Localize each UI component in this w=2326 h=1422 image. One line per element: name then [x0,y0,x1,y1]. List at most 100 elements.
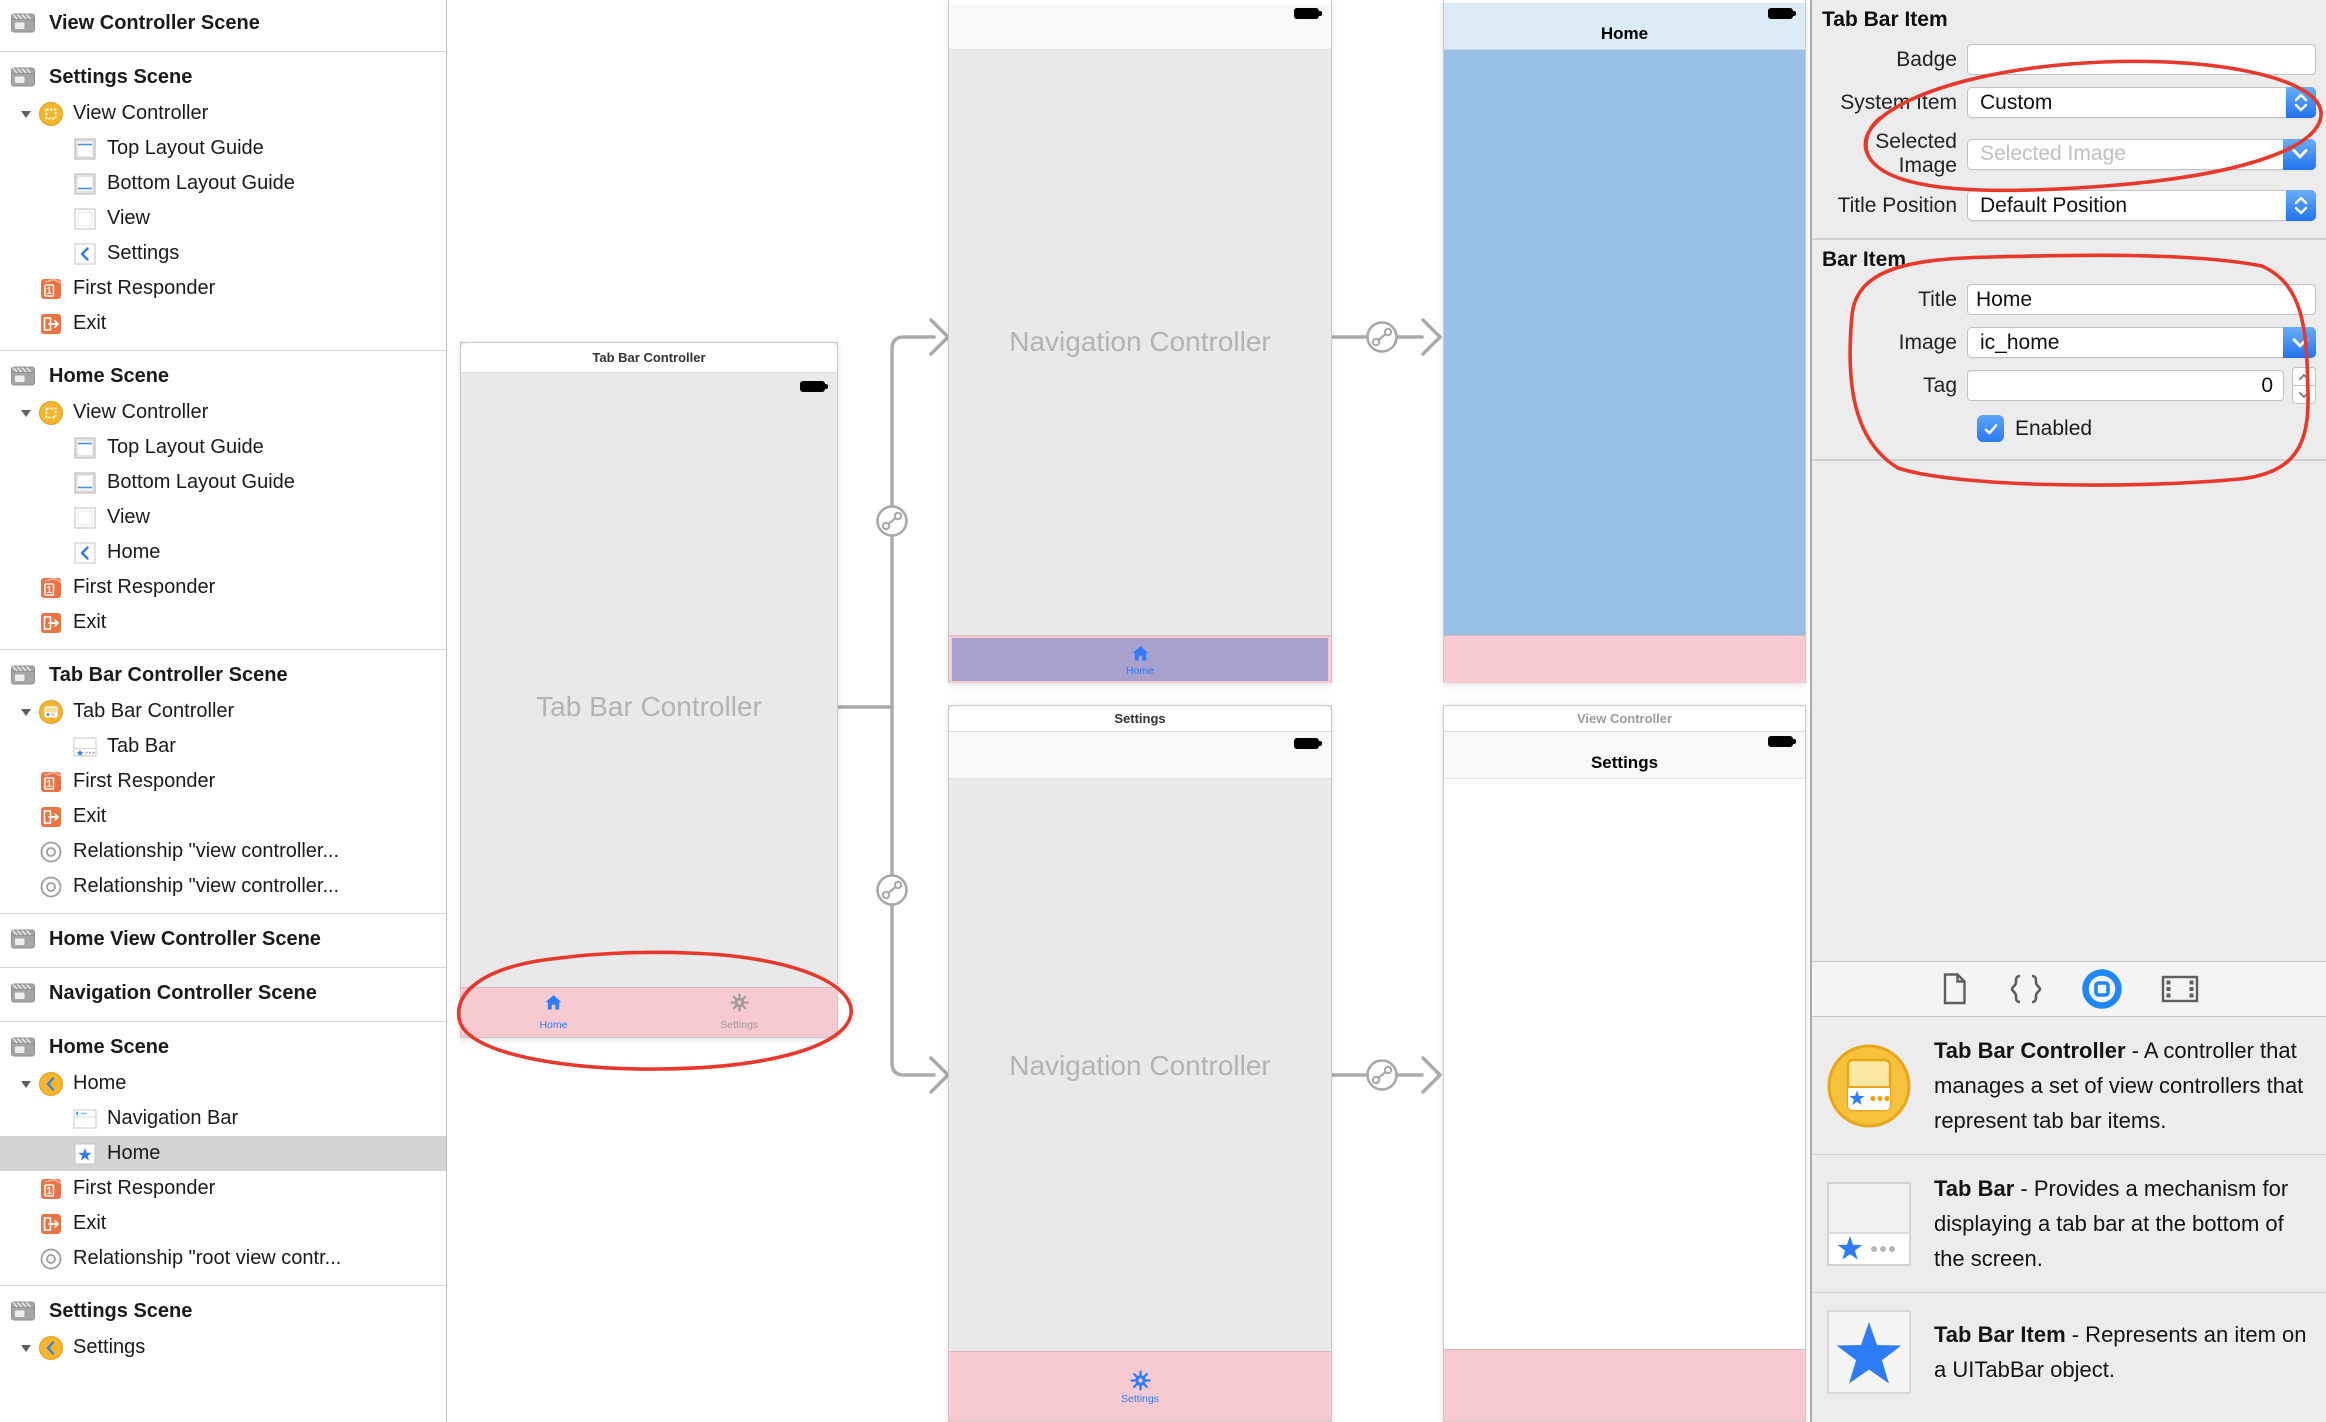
object-library-icon[interactable] [2082,969,2122,1009]
outline-item-relationship-view-controller[interactable]: Relationship "view controller... [0,834,446,869]
tab-bar[interactable] [1444,635,1805,683]
outline-item-tab-bar[interactable]: Tab Bar [0,729,446,764]
tab-bar-controller-scene[interactable]: Tab Bar Controller Tab Bar Controller Ho… [460,342,838,1038]
outline-item-settings[interactable]: Settings [0,236,446,271]
disclosure-triangle-icon[interactable] [14,706,38,718]
disclosure-triangle-icon[interactable] [14,407,38,419]
combo-chevron-down-icon [2283,138,2316,170]
library-item-tab-bar[interactable]: Tab Bar - Provides a mechanism for displ… [1812,1154,2326,1292]
outline-item-home[interactable]: Home [0,1136,446,1171]
media-library-icon[interactable] [2160,972,2200,1006]
outline-label: Home Scene [49,364,170,387]
outline-item-tab-bar-controller[interactable]: Tab Bar Controller [0,694,446,729]
outline-item-view[interactable]: View [0,201,446,236]
relationship-icon [38,839,64,865]
outline-item-exit[interactable]: Exit [0,306,446,341]
outline-item-exit[interactable]: Exit [0,605,446,640]
tab-bar-item-home[interactable]: Home [498,992,608,1031]
outline-item-view-controller[interactable]: View Controller [0,395,446,430]
tab-bar[interactable]: Settings [949,1351,1331,1421]
navigation-bar-area[interactable] [949,3,1331,50]
tab-bar-item-settings[interactable]: Settings [684,992,794,1031]
disclosure-triangle-icon[interactable] [14,1342,38,1354]
code-snippet-library-icon[interactable] [2008,972,2044,1006]
stepper-down-icon[interactable] [2292,386,2316,404]
file-template-library-icon[interactable] [1938,972,1970,1006]
outline-item-bottom-layout-guide[interactable]: Bottom Layout Guide [0,465,446,500]
stepper-up-icon[interactable] [2292,367,2316,386]
outline-label: Home [107,541,161,563]
scene-title: Settings [1114,711,1166,726]
image-row: Image ic_home [1812,327,2316,358]
title-field[interactable] [1967,284,2316,315]
title-position-popup[interactable]: Default Position [1967,190,2316,221]
outline-item-view-controller[interactable]: View Controller [0,96,446,131]
settings-view-scene[interactable]: View Controller Settings [1443,705,1806,1422]
tab-bar[interactable]: Home [949,635,1331,683]
scene-icon [10,926,36,952]
field-label: Image [1898,330,1957,354]
relationship-segue-icon [876,321,1398,1091]
navigation-controller-scene-bottom[interactable]: Settings Navigation Controller Settings [948,705,1332,1422]
navigation-bar[interactable]: Home [1444,3,1805,50]
scene-header-settings-scene[interactable]: Settings Scene [0,58,446,96]
library-item-tab-bar-controller[interactable]: Tab Bar Controller - A controller that m… [1812,1017,2326,1154]
scene-title-bar[interactable]: Settings [949,706,1331,732]
tab-label: Home [1125,664,1154,677]
outline-item-navigation-bar[interactable]: Navigation Bar [0,1101,446,1136]
scene-header-settings-scene[interactable]: Settings Scene [0,1292,446,1330]
placeholder-label: Tab Bar Controller [536,691,762,722]
outline-item-view[interactable]: View [0,500,446,535]
exit-icon [38,804,64,830]
outline-item-top-layout-guide[interactable]: Top Layout Guide [0,131,446,166]
disclosure-triangle-icon[interactable] [14,1078,38,1090]
navigation-bar-area[interactable] [949,732,1331,779]
inspector-section-bar-item: Bar ItemTitleImageic_homeTagEnabled [1812,248,2326,461]
outline-label: Home [73,1072,127,1094]
scene-header-home-scene[interactable]: Home Scene [0,357,446,395]
scene-icon [10,980,36,1006]
outline-item-relationship-root-view-contr[interactable]: Relationship "root view contr... [0,1241,446,1276]
bottom-layout-guide-icon [72,171,98,197]
scene-header-view-controller-scene[interactable]: View Controller Scene [0,4,446,42]
tab-bar[interactable] [1444,1349,1805,1421]
scene-title-bar[interactable]: Tab Bar Controller [461,343,837,373]
selected-image-combo[interactable]: Selected Image [1967,138,2316,170]
tab-bar[interactable]: Home Settings [461,987,837,1037]
tag-field[interactable] [1967,370,2284,401]
outline-item-settings[interactable]: Settings [0,1330,446,1365]
tag-stepper[interactable] [2292,367,2316,404]
outline-item-bottom-layout-guide[interactable]: Bottom Layout Guide [0,166,446,201]
disclosure-triangle-icon[interactable] [14,108,38,120]
library-item-tab-bar-item[interactable]: Tab Bar Item - Represents an item on a U… [1812,1292,2326,1411]
field-label: Badge [1896,47,1957,71]
outline-label: Exit [73,1212,107,1234]
outline-item-relationship-view-controller[interactable]: Relationship "view controller... [0,869,446,904]
scene-header-home-view-controller-scene[interactable]: Home View Controller Scene [0,920,446,958]
home-view-scene[interactable]: Home [1443,0,1806,683]
scene-header-navigation-controller-scene[interactable]: Navigation Controller Scene [0,974,446,1012]
outline-item-top-layout-guide[interactable]: Top Layout Guide [0,430,446,465]
outline-item-home[interactable]: Home [0,535,446,570]
navigation-controller-scene-top[interactable]: Navigation Controller Home [948,0,1332,683]
badge-field[interactable] [1967,44,2316,75]
selected-tab-bar-item[interactable]: Home [952,638,1328,681]
scene-title-bar[interactable]: View Controller [1444,706,1805,732]
enabled-checkbox[interactable] [1977,415,2004,442]
scene-header-tab-bar-controller-scene[interactable]: Tab Bar Controller Scene [0,656,446,694]
outline-item-exit[interactable]: Exit [0,1206,446,1241]
navigation-bar[interactable]: Settings [1444,732,1805,779]
tab-bar-item-settings[interactable]: Settings [949,1352,1331,1421]
storyboard-canvas[interactable]: Tab Bar Controller Tab Bar Controller Ho… [448,0,1810,1422]
system-item-popup[interactable]: Custom [1967,87,2316,118]
outline-item-home[interactable]: Home [0,1066,446,1101]
outline-item-exit[interactable]: Exit [0,799,446,834]
scene-header-home-scene[interactable]: Home Scene [0,1028,446,1066]
image-combo[interactable]: ic_home [1967,327,2316,358]
bottom-layout-guide-icon [72,470,98,496]
